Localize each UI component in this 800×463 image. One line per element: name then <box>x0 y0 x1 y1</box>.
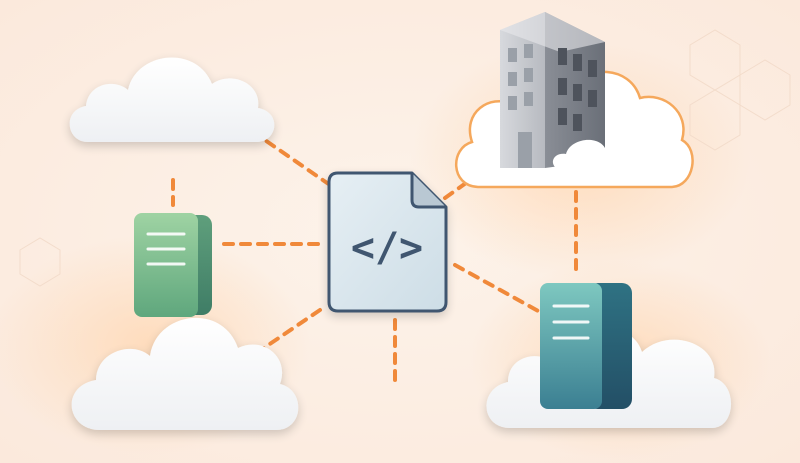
file-corner-fold <box>410 173 446 209</box>
connector-central-teal-server <box>453 263 542 314</box>
server-green-cloud <box>134 213 212 317</box>
cloud-top-left <box>69 57 275 143</box>
server-icon <box>540 283 632 409</box>
building-icon <box>500 12 605 168</box>
central-code-file: </> <box>327 171 448 313</box>
server-teal-cloud <box>540 283 632 409</box>
cloud-puff-icon <box>552 139 631 170</box>
server-icon <box>134 213 212 317</box>
connector-central-lower-left-cloud <box>256 308 322 354</box>
office-building-cloud <box>455 12 694 189</box>
hexagon-pattern <box>19 29 791 287</box>
connector-central-top-left-cloud <box>260 136 332 187</box>
cloud-lower-left <box>71 317 299 430</box>
code-symbol: </> <box>351 225 423 271</box>
